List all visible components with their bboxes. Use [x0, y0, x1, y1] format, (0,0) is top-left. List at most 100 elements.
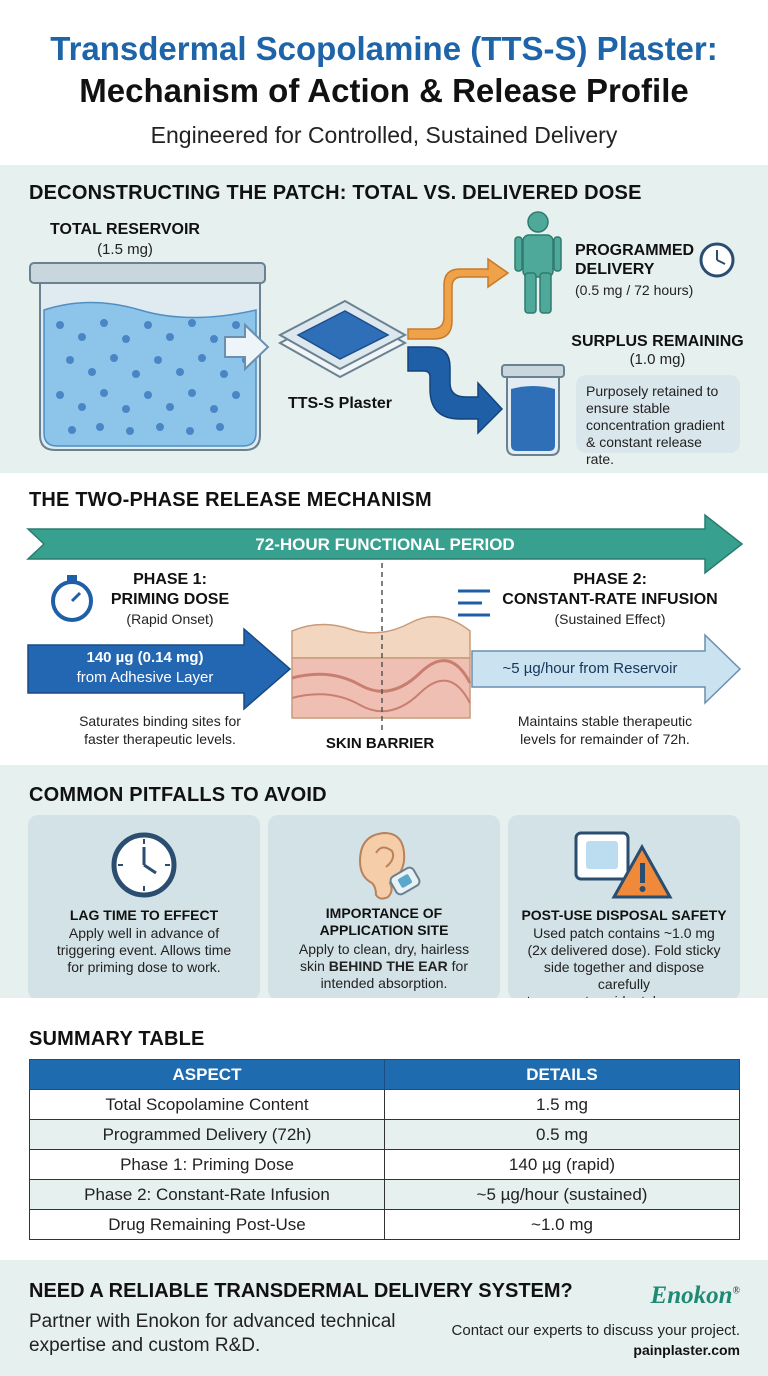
phase1-description-line-2: faster therapeutic levels. — [84, 731, 236, 747]
summary-section: SUMMARY TABLE ASPECT DETAILS Total Scopo… — [0, 998, 768, 1260]
footer: NEED A RELIABLE TRANSDERMAL DELIVERY SYS… — [0, 1260, 768, 1376]
clock-icon — [111, 832, 177, 898]
reservoir-jar-icon — [29, 262, 266, 451]
surplus-arrow-icon — [407, 346, 504, 435]
release-section-heading: THE TWO-PHASE RELEASE MECHANISM — [29, 489, 432, 511]
cta-text: Partner with Enokon for advanced technic… — [29, 1310, 429, 1358]
table-cell: Phase 2: Constant-Rate Infusion — [29, 1179, 385, 1210]
table-cell: 0.5 mg — [384, 1119, 740, 1150]
period-arrow-icon — [26, 513, 744, 575]
header: Transdermal Scopolamine (TTS-S) Plaster:… — [0, 0, 768, 165]
pitfalls-section: COMMON PITFALLS TO AVOID LAG TIME TO EFF… — [0, 765, 768, 1009]
plaster-label: TTS-S Plaster — [287, 395, 393, 412]
pitfall-text-line: side together and dispose carefully — [543, 959, 705, 992]
website-link[interactable]: painplaster.com — [633, 1342, 740, 1358]
ear-icon — [358, 831, 421, 900]
skin-label: SKIN BARRIER — [325, 735, 435, 752]
surplus-note-line: Purposely retained to — [586, 383, 719, 399]
phase1-arrow-icon — [27, 627, 292, 711]
pitfall-text-line: (2x delivered dose). Fold sticky — [527, 942, 721, 958]
pitfall-text-line: for priming dose to work. — [67, 959, 221, 975]
stopwatch-icon — [51, 575, 93, 622]
table-row: Phase 1: Priming Dose 140 µg (rapid) — [29, 1149, 740, 1180]
pitfall-text: Apply to clean, dry, hairless skin BEHIN… — [276, 941, 492, 992]
pitfall-text: Apply well in advance of triggering even… — [36, 925, 252, 976]
surplus-note-line: concentration gradient — [586, 417, 725, 433]
column-header: ASPECT — [29, 1059, 385, 1090]
table-cell: ~5 µg/hour (sustained) — [384, 1179, 740, 1210]
phase2-title-line-2: CONSTANT-RATE INFUSION — [502, 591, 718, 608]
pitfall-text-line: intended absorption. — [320, 975, 448, 991]
pitfall-title: LAG TIME TO EFFECT — [69, 907, 219, 923]
registered-mark: ® — [732, 1285, 740, 1297]
phase2-title: PHASE 2: — [573, 571, 647, 588]
table-cell: 140 µg (rapid) — [384, 1149, 740, 1180]
contact-text: Contact our experts to discuss your proj… — [451, 1322, 740, 1339]
plaster-icon — [277, 299, 408, 379]
pitfalls-section-heading: COMMON PITFALLS TO AVOID — [29, 784, 327, 806]
phase1-title: PHASE 1: — [133, 571, 207, 588]
table-row: Phase 2: Constant-Rate Infusion ~5 µg/ho… — [29, 1179, 740, 1210]
surplus-note-line: ensure stable — [586, 400, 671, 416]
phase1-description: Saturates binding sites for — [79, 713, 241, 729]
phase2-rate: ~5 µg/hour from Reservoir — [502, 660, 678, 677]
pitfall-card: IMPORTANCE OF APPLICATION SITE Apply to … — [268, 815, 500, 1000]
pitfall-text-line: skin BEHIND THE EAR for — [276, 958, 492, 975]
pitfall-title: IMPORTANCE OF — [325, 905, 443, 921]
cta-title: NEED A RELIABLE TRANSDERMAL DELIVERY SYS… — [29, 1280, 573, 1302]
table-cell: Phase 1: Priming Dose — [29, 1149, 385, 1180]
phase1-title-line-2: PRIMING DOSE — [110, 591, 230, 608]
dose-section: DECONSTRUCTING THE PATCH: TOTAL VS. DELI… — [0, 165, 768, 473]
phase1-source: from Adhesive Layer — [76, 669, 214, 686]
column-header: DETAILS — [384, 1059, 740, 1090]
phase2-arrow-icon — [471, 633, 742, 705]
period-label: 72-HOUR FUNCTIONAL PERIOD — [255, 535, 515, 554]
programmed-label: PROGRAMMED — [575, 242, 695, 259]
pitfall-text-line: Apply to clean, dry, hairless — [298, 941, 470, 957]
page-title-line-2: Mechanism of Action & Release Profile — [79, 72, 689, 109]
skin-icon — [291, 563, 472, 731]
pitfall-text-line: Apply well in advance of — [68, 925, 220, 941]
pitfall-card: LAG TIME TO EFFECT Apply well in advance… — [28, 815, 260, 1000]
release-diagram — [26, 513, 744, 731]
surplus-amount: (1.0 mg) — [629, 351, 686, 368]
table-cell: Drug Remaining Post-Use — [29, 1209, 385, 1240]
reservoir-amount: (1.5 mg) — [97, 241, 153, 258]
warning-icon — [574, 831, 673, 899]
phase2-description: Maintains stable therapeutic — [517, 713, 693, 729]
dose-section-heading: DECONSTRUCTING THE PATCH: TOTAL VS. DELI… — [29, 182, 642, 204]
delivery-arrow-icon — [407, 257, 510, 340]
pitfall-card: POST-USE DISPOSAL SAFETY Used patch cont… — [508, 815, 740, 1009]
pitfall-title-line-2: APPLICATION SITE — [319, 922, 449, 938]
person-icon — [514, 211, 562, 314]
clock-icon — [699, 242, 735, 278]
table-row: Programmed Delivery (72h) 0.5 mg — [29, 1119, 740, 1150]
phase2-description-line-2: levels for remainder of 72h. — [520, 731, 690, 747]
brand-logo[interactable]: Enokon® — [651, 1282, 740, 1310]
pitfall-text-line: Used patch contains ~1.0 mg — [533, 925, 715, 941]
table-cell: 1.5 mg — [384, 1089, 740, 1120]
phase2-subtitle: (Sustained Effect) — [554, 611, 666, 627]
page-title: Transdermal Scopolamine (TTS-S) Plaster: — [50, 30, 718, 67]
table-cell: Total Scopolamine Content — [29, 1089, 385, 1120]
programmed-amount: (0.5 mg / 72 hours) — [575, 282, 694, 298]
pitfall-title: POST-USE DISPOSAL SAFETY — [521, 907, 727, 923]
cta-text-line: expertise and custom R&D. — [29, 1335, 261, 1356]
surplus-note: Purposely retained to ensure stable conc… — [576, 375, 740, 467]
table-row: Total Scopolamine Content 1.5 mg — [29, 1089, 740, 1120]
summary-table: ASPECT DETAILS Total Scopolamine Content… — [29, 1059, 740, 1240]
dose-diagram — [29, 211, 735, 456]
pitfall-text-emphasis: BEHIND THE EAR — [328, 958, 448, 974]
pitfall-text-fragment: skin — [299, 958, 329, 974]
brand-name: Enokon — [650, 1282, 733, 1309]
cta-text-line: Partner with Enokon for advanced technic… — [29, 1311, 396, 1332]
page-subtitle: Engineered for Controlled, Sustained Del… — [150, 122, 618, 148]
surplus-label: SURPLUS REMAINING — [571, 333, 744, 350]
release-section: THE TWO-PHASE RELEASE MECHANISM 72-HOU — [0, 473, 768, 765]
table-cell: Programmed Delivery (72h) — [29, 1119, 385, 1150]
phase1-amount: 140 µg (0.14 mg) — [86, 649, 204, 666]
table-row: Drug Remaining Post-Use ~1.0 mg — [29, 1209, 740, 1240]
pitfall-text-fragment: for — [447, 958, 469, 974]
vial-icon — [501, 364, 565, 456]
programmed-label-line-2: DELIVERY — [575, 261, 655, 278]
